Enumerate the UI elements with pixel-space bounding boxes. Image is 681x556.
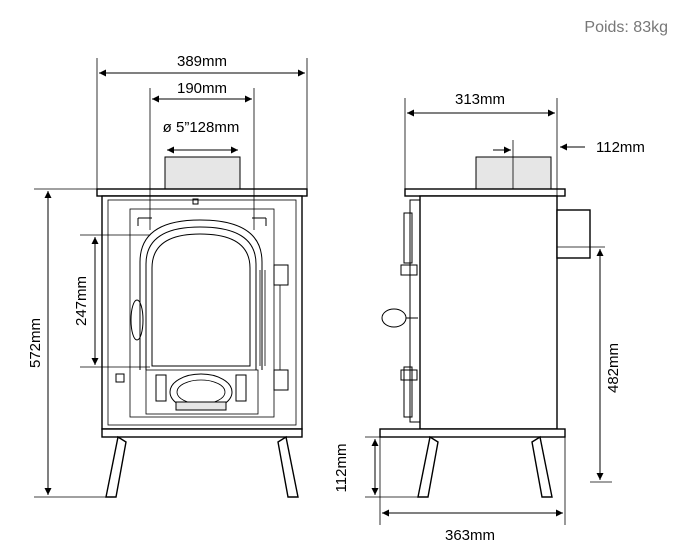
dim-flue-diameter: ø 5”128mm xyxy=(163,119,240,136)
dim-side-depth: 313mm xyxy=(455,91,505,108)
dim-total-height: 572mm xyxy=(27,318,44,368)
front-view xyxy=(96,156,308,498)
dim-rear-flue-height: 482mm xyxy=(605,343,622,393)
front-right-leg xyxy=(277,435,299,498)
side-flue-collar xyxy=(475,156,552,190)
front-door xyxy=(129,208,275,418)
front-dimensions: 389mm 190mm ø 5”128mm 572mm 247mm xyxy=(27,53,308,498)
front-flue-collar xyxy=(164,156,241,190)
dim-opening-height: 247mm xyxy=(73,276,90,326)
side-door-handle xyxy=(381,308,407,328)
front-door-handle xyxy=(130,299,144,341)
front-top-plate xyxy=(96,188,308,197)
front-glass-window xyxy=(151,233,251,367)
dim-base-depth: 363mm xyxy=(445,527,495,544)
side-view xyxy=(379,140,605,498)
dim-front-width: 389mm xyxy=(177,53,227,70)
side-front-leg xyxy=(417,435,439,498)
side-rear-leg xyxy=(531,435,553,498)
side-stove-body xyxy=(419,195,558,430)
dim-door-width: 190mm xyxy=(177,80,227,97)
side-rear-outlet xyxy=(556,209,591,259)
dim-leg-height: 112mm xyxy=(333,444,350,493)
dim-flue-offset: 112mm xyxy=(596,139,645,156)
front-left-leg xyxy=(105,435,127,498)
front-stove-body xyxy=(101,195,303,430)
weight-label: Poids: 83kg xyxy=(584,19,668,36)
side-dimensions: 313mm 112mm 482mm 112mm 363mm xyxy=(333,91,645,544)
